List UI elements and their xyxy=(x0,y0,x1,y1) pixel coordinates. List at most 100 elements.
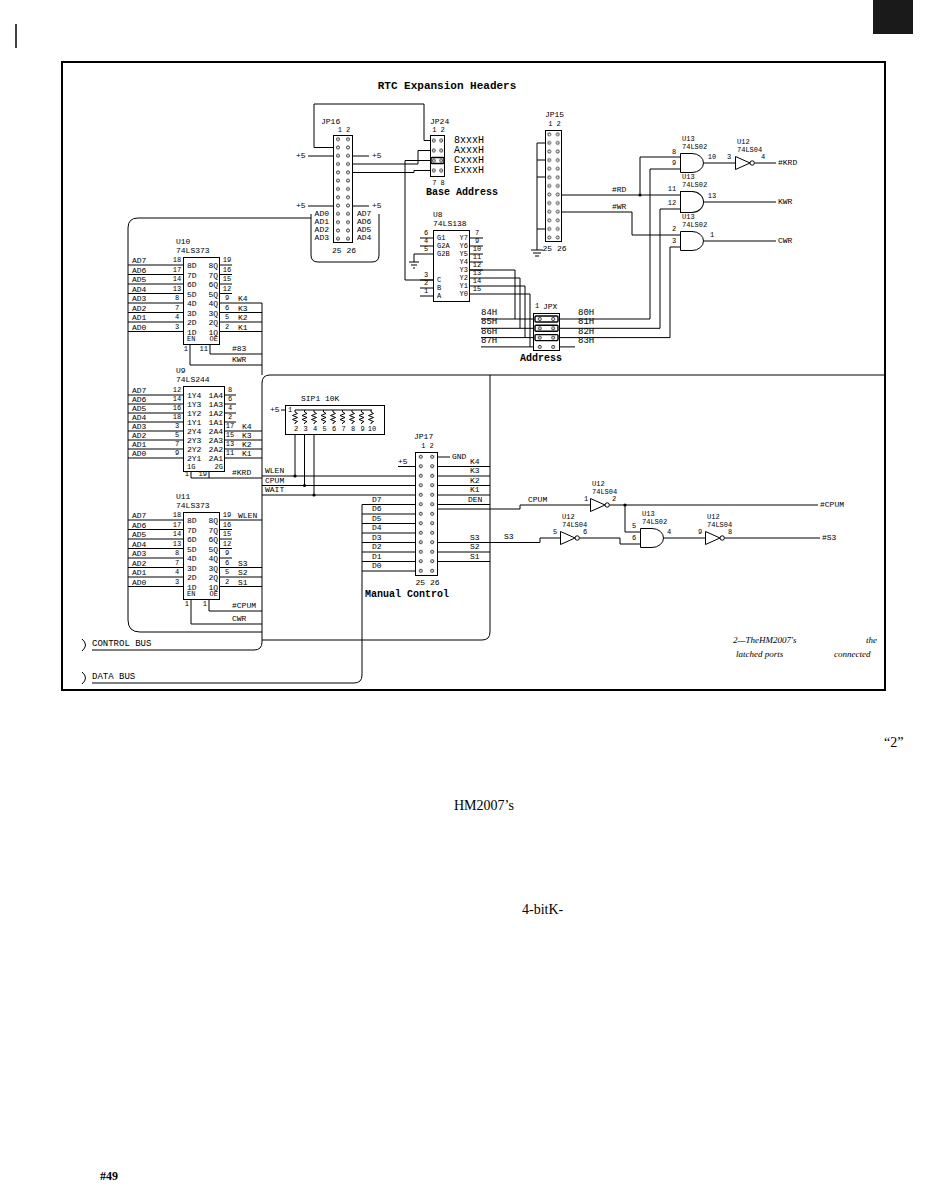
signal-label: Base Address xyxy=(426,188,498,198)
signal-label: AD0 xyxy=(132,579,146,587)
pin-name: 2Y1 xyxy=(187,455,201,463)
signal-label: 83H xyxy=(578,337,594,346)
pin-name: Y4 xyxy=(460,259,468,266)
pin-name: 74LS244 xyxy=(176,376,210,384)
pin-name: 74LS02 xyxy=(682,182,707,189)
signal-label: 16 xyxy=(223,522,231,529)
signal-label: +5 xyxy=(296,152,306,160)
signal-label: 1 xyxy=(185,601,189,608)
signal-label: 13 xyxy=(173,286,181,293)
pin-name: G2B xyxy=(437,251,450,258)
signal-label: 18 xyxy=(173,512,181,519)
signal-label: 6 xyxy=(225,560,229,567)
signal-wire xyxy=(405,161,433,281)
pin-name: U9 xyxy=(176,367,186,375)
signal-label: 14 xyxy=(173,396,181,403)
signal-label: +5 xyxy=(270,406,280,414)
pin-name: 8D xyxy=(187,517,197,525)
pin-name: 7Q xyxy=(208,272,218,280)
signal-label: 5 xyxy=(175,432,179,439)
signal-label: 3 xyxy=(175,324,179,331)
signal-label: 80H xyxy=(578,309,594,318)
signal-label: 1 xyxy=(203,601,207,608)
pin-name: 1A2 xyxy=(209,410,223,418)
signal-label: AD5 xyxy=(357,226,371,234)
resistor-network: SIP1 10K12345678910 xyxy=(285,405,385,435)
pin-name: 1 xyxy=(535,303,539,310)
signal-label: 14 xyxy=(473,278,481,285)
ic-chip: U1074LS3738D7D6D5D4D3D2D1D8Q7Q6Q5Q4Q3Q2Q… xyxy=(183,257,220,345)
inverter-outline xyxy=(735,156,755,170)
pin-name: 3D xyxy=(187,565,197,573)
signal-wire xyxy=(560,169,680,319)
signal-label: +5 xyxy=(372,152,382,160)
pin-header: JP151 225 26 xyxy=(545,130,562,242)
pin-name: 5Q xyxy=(208,546,218,554)
signal-label: D7 xyxy=(372,496,382,504)
signal-label: 6 xyxy=(225,305,229,312)
pin-name: JPX xyxy=(543,303,557,311)
signal-label: 9 xyxy=(225,295,229,302)
signal-label: 85H xyxy=(481,318,497,327)
pin-name: EN xyxy=(187,591,195,598)
signal-label: 13 xyxy=(173,541,181,548)
pin-name: 7D xyxy=(187,272,197,280)
pin-name: Y5 xyxy=(460,251,468,258)
signal-label: AD7 xyxy=(132,257,146,265)
signal-label: AD4 xyxy=(132,286,146,294)
pin-name: B xyxy=(437,285,441,292)
signal-label: AD2 xyxy=(132,560,146,568)
pin-name: Y3 xyxy=(460,267,468,274)
signal-label: AD6 xyxy=(132,267,146,275)
inverter-gate: U1274LS04 xyxy=(590,498,610,512)
signal-label: 4 xyxy=(175,569,179,576)
pin-name: U13 xyxy=(682,136,695,143)
signal-label: 16 xyxy=(223,267,231,274)
inverter-gate: U1274LS04 xyxy=(560,531,580,545)
signal-wire xyxy=(438,538,560,543)
signal-label: K4 xyxy=(242,423,252,431)
pin-name: 4D xyxy=(187,300,197,308)
pin-name: 74LS138 xyxy=(433,220,467,228)
signal-label: 3 xyxy=(672,238,676,245)
gate-outline xyxy=(640,528,664,548)
signal-label: 13 xyxy=(708,193,716,200)
signal-label: DEN xyxy=(468,496,482,504)
signal-label: 10 xyxy=(473,246,481,253)
signal-label: CxxxH xyxy=(454,156,484,166)
pin-name: 2A1 xyxy=(209,455,223,463)
signal-label: K1 xyxy=(238,324,248,332)
signal-label: K3 xyxy=(242,432,252,440)
signal-label: 7 xyxy=(475,230,479,237)
pin-name: 3Q xyxy=(208,310,218,318)
pin-name: U13 xyxy=(642,511,655,518)
inverter-outline xyxy=(705,531,725,545)
signal-label: AD6 xyxy=(132,522,146,530)
signal-label: AD7 xyxy=(132,387,146,395)
pin-name: 3 xyxy=(303,426,307,433)
signal-label: GND xyxy=(452,453,466,461)
signal-label: 9 xyxy=(175,450,179,457)
wire-label: CPUM xyxy=(527,496,548,504)
signal-label: KWR xyxy=(232,356,246,364)
signal-label: 6 xyxy=(583,529,587,536)
pin-name: 5 xyxy=(322,426,326,433)
inverter-outline xyxy=(590,498,610,512)
wires xyxy=(82,104,885,684)
signal-label: 84H xyxy=(481,309,497,318)
signal-label: S2 xyxy=(470,543,480,551)
pin-name: 7Q xyxy=(208,527,218,535)
signal-wire xyxy=(580,538,640,544)
signal-label: 11 xyxy=(226,450,234,457)
signal-label: K1 xyxy=(470,486,480,494)
pin-name: Y1 xyxy=(460,283,468,290)
header-pins xyxy=(545,130,562,242)
ic-chip: U874LS138G1G2AG2BCBAY7Y6Y5Y4Y3Y2Y1Y0 xyxy=(433,230,470,302)
signal-label: #CPUM xyxy=(820,501,844,509)
pin-name: 9 xyxy=(360,426,364,433)
pin-name: JP15 xyxy=(545,111,564,119)
signal-label: 5 xyxy=(424,246,428,253)
signal-label: 2—TheHM2007's xyxy=(733,636,796,645)
signal-label: 9 xyxy=(672,160,676,167)
